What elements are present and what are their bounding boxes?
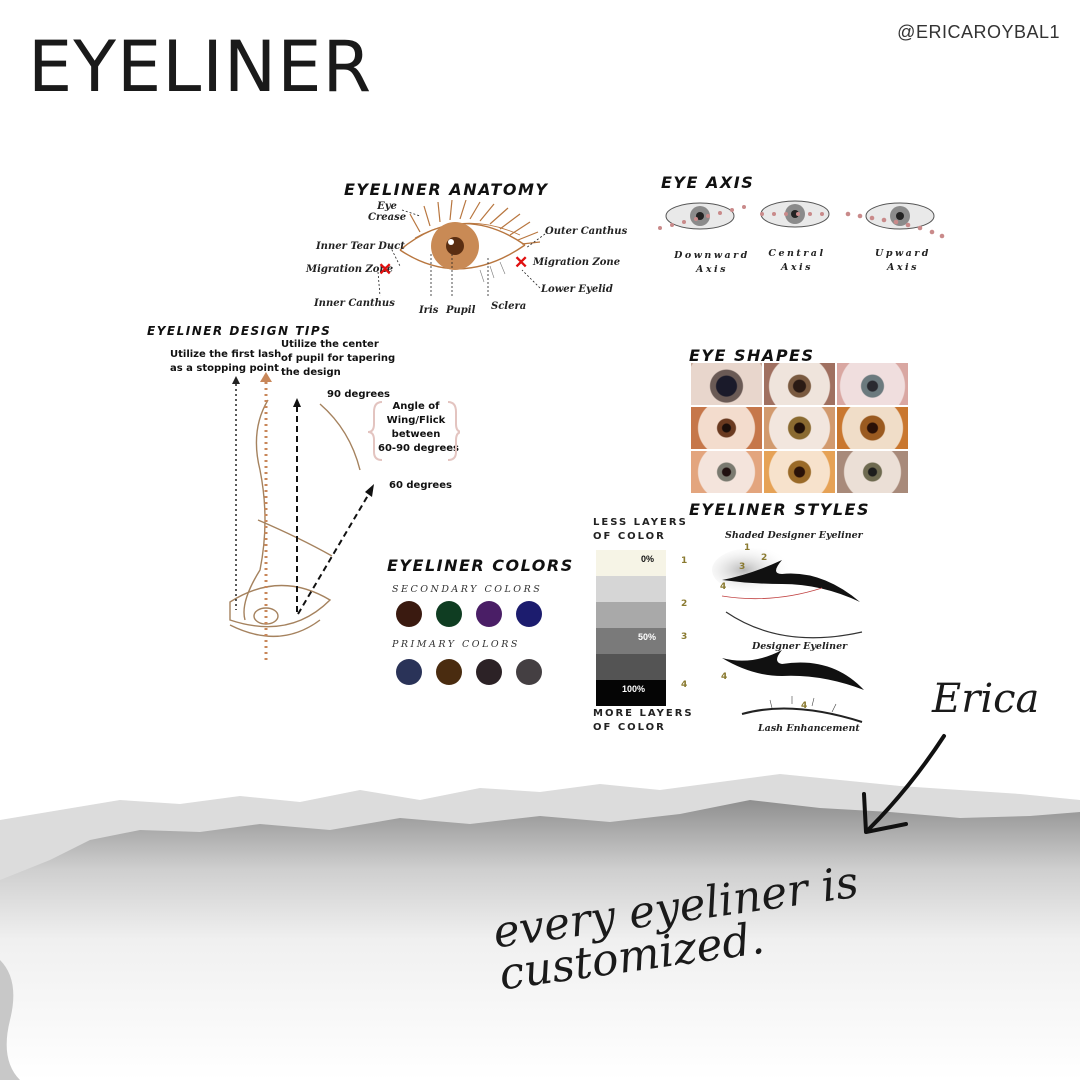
- label-pupil: Pupil: [446, 305, 476, 316]
- layers-top-label: LESS LAYERS OF COLOR: [593, 517, 688, 542]
- axis-label-downward: Downward Axis: [674, 250, 750, 275]
- axis-title: EYE AXIS: [661, 173, 755, 192]
- social-handle: @ERICAROYBAL1: [897, 22, 1060, 42]
- x-mark-icon: ✕: [378, 260, 393, 279]
- eye-shape-photo: [837, 363, 908, 405]
- axis-eyes-illustration: [658, 200, 945, 239]
- anatomy-eye-illustration: [399, 200, 541, 283]
- color-swatch: [436, 659, 462, 685]
- page-title: EYELINER: [28, 26, 373, 108]
- eyeliner-styles-illustration: [712, 548, 864, 723]
- style-label-lash: Lash Enhancement: [758, 723, 860, 734]
- tip-60-degrees: 60 degrees: [389, 480, 452, 491]
- color-swatch: [516, 601, 542, 627]
- eye-shape-photo: [764, 363, 835, 405]
- layer-number: 3: [681, 632, 688, 642]
- axis-label-upward: Upward Axis: [875, 248, 931, 273]
- eye-shape-photo: [691, 363, 762, 405]
- layer-number: 4: [681, 680, 688, 690]
- axis-label-central: Central Axis: [768, 248, 826, 273]
- eye-shape-photo: [837, 407, 908, 449]
- eye-shape-photo: [691, 451, 762, 493]
- anatomy-pointer-lines: [377, 209, 546, 297]
- label-migration-zone-right: Migration Zone: [533, 257, 621, 268]
- label-inner-tear-duct: Inner Tear Duct: [316, 241, 405, 252]
- layer-band: [596, 602, 666, 628]
- label-sclera: Sclera: [491, 301, 527, 312]
- color-swatch: [396, 659, 422, 685]
- torn-paper-decoration: [0, 774, 1080, 1080]
- style-number: 4: [721, 672, 728, 682]
- design-tips-illustration: [229, 372, 460, 662]
- label-lower-eyelid: Lower Eyelid: [541, 284, 613, 295]
- label-eye-crease: Eye Crease: [368, 201, 407, 223]
- secondary-swatches: [396, 601, 542, 627]
- style-number: 3: [739, 562, 746, 572]
- layer-band: 0%: [596, 550, 666, 576]
- eye-shape-photo: [764, 407, 835, 449]
- layer-band: 50%: [596, 628, 666, 654]
- eye-shape-photo: [764, 451, 835, 493]
- primary-colors-label: PRIMARY COLORS: [392, 639, 520, 650]
- layer-number: 2: [681, 599, 688, 609]
- label-iris: Iris: [419, 305, 439, 316]
- colors-title: EYELINER COLORS: [387, 556, 574, 575]
- signature: Erica: [932, 676, 1040, 722]
- layer-band: [596, 576, 666, 602]
- tip-first-lash: Utilize the first lash as a stopping poi…: [170, 349, 282, 374]
- color-swatch: [436, 601, 462, 627]
- color-swatch: [476, 659, 502, 685]
- anatomy-title: EYELINER ANATOMY: [344, 180, 549, 199]
- label-outer-canthus: Outer Canthus: [545, 226, 628, 237]
- layer-band: [596, 654, 666, 680]
- style-number: 1: [744, 543, 751, 553]
- layer-number: 1: [681, 556, 688, 566]
- color-swatch: [476, 601, 502, 627]
- styles-title: EYELINER STYLES: [689, 500, 870, 519]
- shapes-title: EYE SHAPES: [689, 346, 815, 365]
- tip-center-pupil: Utilize the center of pupil for tapering…: [281, 339, 396, 378]
- tip-90-degrees: 90 degrees: [327, 389, 390, 400]
- arrow-icon: [862, 734, 946, 834]
- style-number: 4: [720, 582, 727, 592]
- layer-band: 100%: [596, 680, 666, 706]
- x-mark-icon: ✕: [514, 253, 529, 272]
- layers-bottom-label: MORE LAYERS OF COLOR: [593, 708, 694, 733]
- tip-angle: Angle of Wing/Flick between 60-90 degree…: [378, 401, 460, 454]
- label-migration-zone-left: Migration Zone: [306, 264, 394, 275]
- style-label-designer: Designer Eyeliner: [752, 641, 848, 652]
- primary-swatches: [396, 659, 542, 685]
- style-number: 2: [761, 553, 768, 563]
- eye-shapes-grid: [691, 363, 908, 493]
- layers-scale: 0% 50% 100%: [596, 550, 666, 706]
- style-number: 4: [801, 701, 808, 711]
- label-inner-canthus: Inner Canthus: [314, 298, 395, 309]
- color-swatch: [516, 659, 542, 685]
- eye-shape-photo: [691, 407, 762, 449]
- eye-shape-photo: [837, 451, 908, 493]
- secondary-colors-label: SECONDARY COLORS: [392, 584, 543, 595]
- style-label-shaded: Shaded Designer Eyeliner: [725, 530, 863, 541]
- color-swatch: [396, 601, 422, 627]
- tips-title: EYELINER DESIGN TIPS: [147, 324, 332, 338]
